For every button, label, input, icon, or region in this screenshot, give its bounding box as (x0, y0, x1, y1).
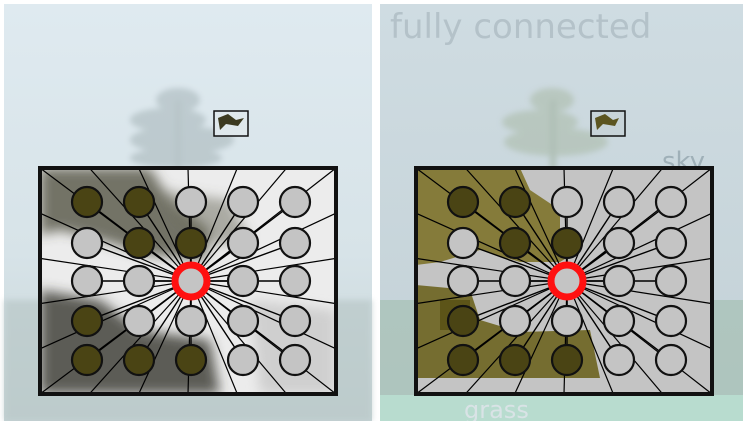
left-node-dark (176, 228, 206, 258)
left-node-light (280, 306, 310, 336)
left-node-dark (124, 187, 154, 217)
left-node-light (280, 266, 310, 296)
right-node-light (448, 228, 478, 258)
left-node-light (124, 306, 154, 336)
left-node-light (280, 187, 310, 217)
right-node-dark (448, 345, 478, 375)
right-node-light (656, 345, 686, 375)
left-node-light (72, 266, 102, 296)
right-node-light (604, 345, 634, 375)
right-center-node (551, 265, 583, 297)
left-node-light (280, 345, 310, 375)
left-node-dark (72, 306, 102, 336)
left-node-light (228, 306, 258, 336)
right-node-light (448, 266, 478, 296)
figure-title: fully connected (390, 7, 651, 47)
left-node-light (228, 187, 258, 217)
left-crf-patch (40, 168, 336, 394)
right-node-light (604, 306, 634, 336)
left-node-dark (176, 345, 206, 375)
right-node-light (656, 187, 686, 217)
left-node-light (228, 345, 258, 375)
left-node-light (176, 187, 206, 217)
right-node-light (604, 187, 634, 217)
left-node-light (228, 266, 258, 296)
right-node-light (656, 228, 686, 258)
right-node-light (604, 228, 634, 258)
left-node-light (280, 228, 310, 258)
left-node-light (72, 228, 102, 258)
grass-label: grass (464, 396, 529, 421)
left-center-node (175, 265, 207, 297)
right-node-dark (500, 228, 530, 258)
right-node-dark (552, 228, 582, 258)
left-small-patch-box (214, 111, 248, 136)
right-crf-patch (416, 168, 712, 394)
right-node-light (500, 306, 530, 336)
left-node-dark (72, 187, 102, 217)
left-node-light (228, 228, 258, 258)
right-node-light (656, 306, 686, 336)
left-node-light (176, 306, 206, 336)
left-node-dark (124, 345, 154, 375)
right-node-dark (552, 345, 582, 375)
right-node-dark (500, 187, 530, 217)
left-node-light (124, 266, 154, 296)
right-node-dark (500, 345, 530, 375)
right-node-light (604, 266, 634, 296)
left-node-dark (124, 228, 154, 258)
right-node-light (500, 266, 530, 296)
right-node-light (552, 187, 582, 217)
right-small-patch-box (591, 111, 625, 136)
right-node-dark (448, 306, 478, 336)
right-node-light (656, 266, 686, 296)
right-node-light (552, 306, 582, 336)
right-node-dark (448, 187, 478, 217)
left-node-dark (72, 345, 102, 375)
